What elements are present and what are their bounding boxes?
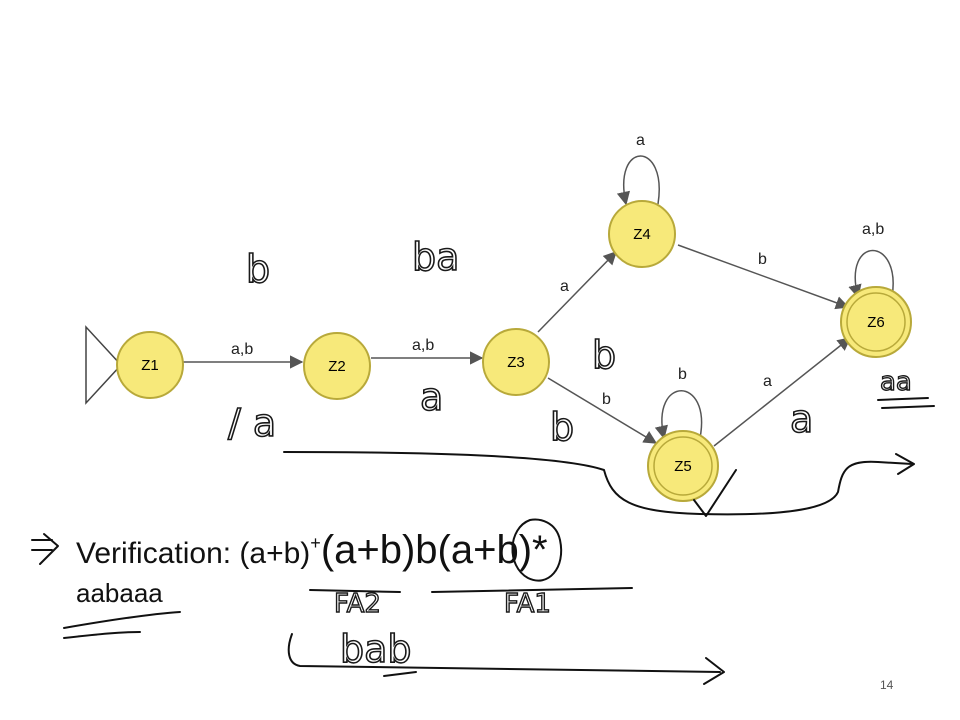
edge-label-z3-z5: b [602, 391, 611, 408]
implies-arrow [31, 533, 59, 565]
handwriting-aa-right: aa [880, 367, 912, 397]
edge-label-z2-z3: a,b [412, 337, 434, 354]
state-z6: Z6 [840, 286, 912, 358]
circle-b [511, 518, 563, 582]
edge-label-z5-loop: b [678, 366, 687, 383]
verification-sup: + [310, 533, 321, 553]
handwriting-fa2: FA2 [334, 589, 381, 619]
path-arrow-bottom [287, 633, 725, 685]
underline-sample [63, 611, 181, 639]
handwriting-b-near-z3: b [592, 333, 616, 377]
edge-z3-z4 [537, 251, 617, 333]
edge-label-z4-z6: b [758, 251, 767, 268]
edge-label-z4-loop: a [636, 132, 645, 149]
handwriting-a-mid: a [420, 375, 443, 419]
edge-z3-z5 [547, 377, 658, 444]
page-number: 14 [880, 678, 894, 692]
state-z2: Z2 [303, 332, 371, 400]
handwriting-b-top: b [246, 247, 270, 291]
edge-label-z6-loop: a,b [862, 221, 884, 238]
edge-z5-z6 [713, 337, 852, 447]
state-z4: Z4 [608, 200, 676, 268]
handwriting-b-mid: b [550, 405, 574, 449]
handwriting-ba-top: ba [412, 235, 459, 279]
path-arrow-lower [283, 451, 915, 516]
verification-lead: Verification: (a+b) [76, 537, 311, 570]
state-label-z4: Z4 [633, 226, 651, 243]
underline-fa [309, 587, 633, 593]
state-label-z5: Z5 [674, 458, 692, 475]
state-label-z1: Z1 [141, 357, 159, 374]
verification-expression: Verification: (a+b)+(a+b)b(a+b)* [76, 528, 548, 573]
underline-bab [383, 671, 417, 677]
state-z1: Z1 [116, 331, 184, 399]
state-label-z2: Z2 [328, 358, 346, 375]
state-z3: Z3 [482, 328, 550, 396]
handwriting-fa1: FA1 [504, 589, 551, 619]
edge-label-z3-z4: a [560, 278, 569, 295]
edge-z4-loop [616, 155, 660, 206]
state-label-z3: Z3 [507, 354, 525, 371]
handwriting-a-right: a [790, 397, 813, 441]
check-mark [693, 469, 737, 517]
edge-z4-z6 [677, 244, 850, 310]
underline-aa [877, 397, 935, 409]
sample-word: aabaaa [76, 578, 163, 608]
handwriting-one-a: / a [228, 401, 276, 445]
verification-expr: (a+b)b(a+b)* [320, 528, 548, 572]
edge-label-z1-z2: a,b [231, 341, 253, 358]
edge-label-z5-z6: a [763, 373, 772, 390]
start-state-marker [85, 325, 123, 405]
state-label-z6: Z6 [867, 314, 885, 331]
edge-z6-loop [848, 249, 894, 299]
state-z5: Z5 [647, 430, 719, 502]
edge-z5-loop [654, 390, 703, 440]
handwriting-bab: bab [340, 627, 412, 671]
